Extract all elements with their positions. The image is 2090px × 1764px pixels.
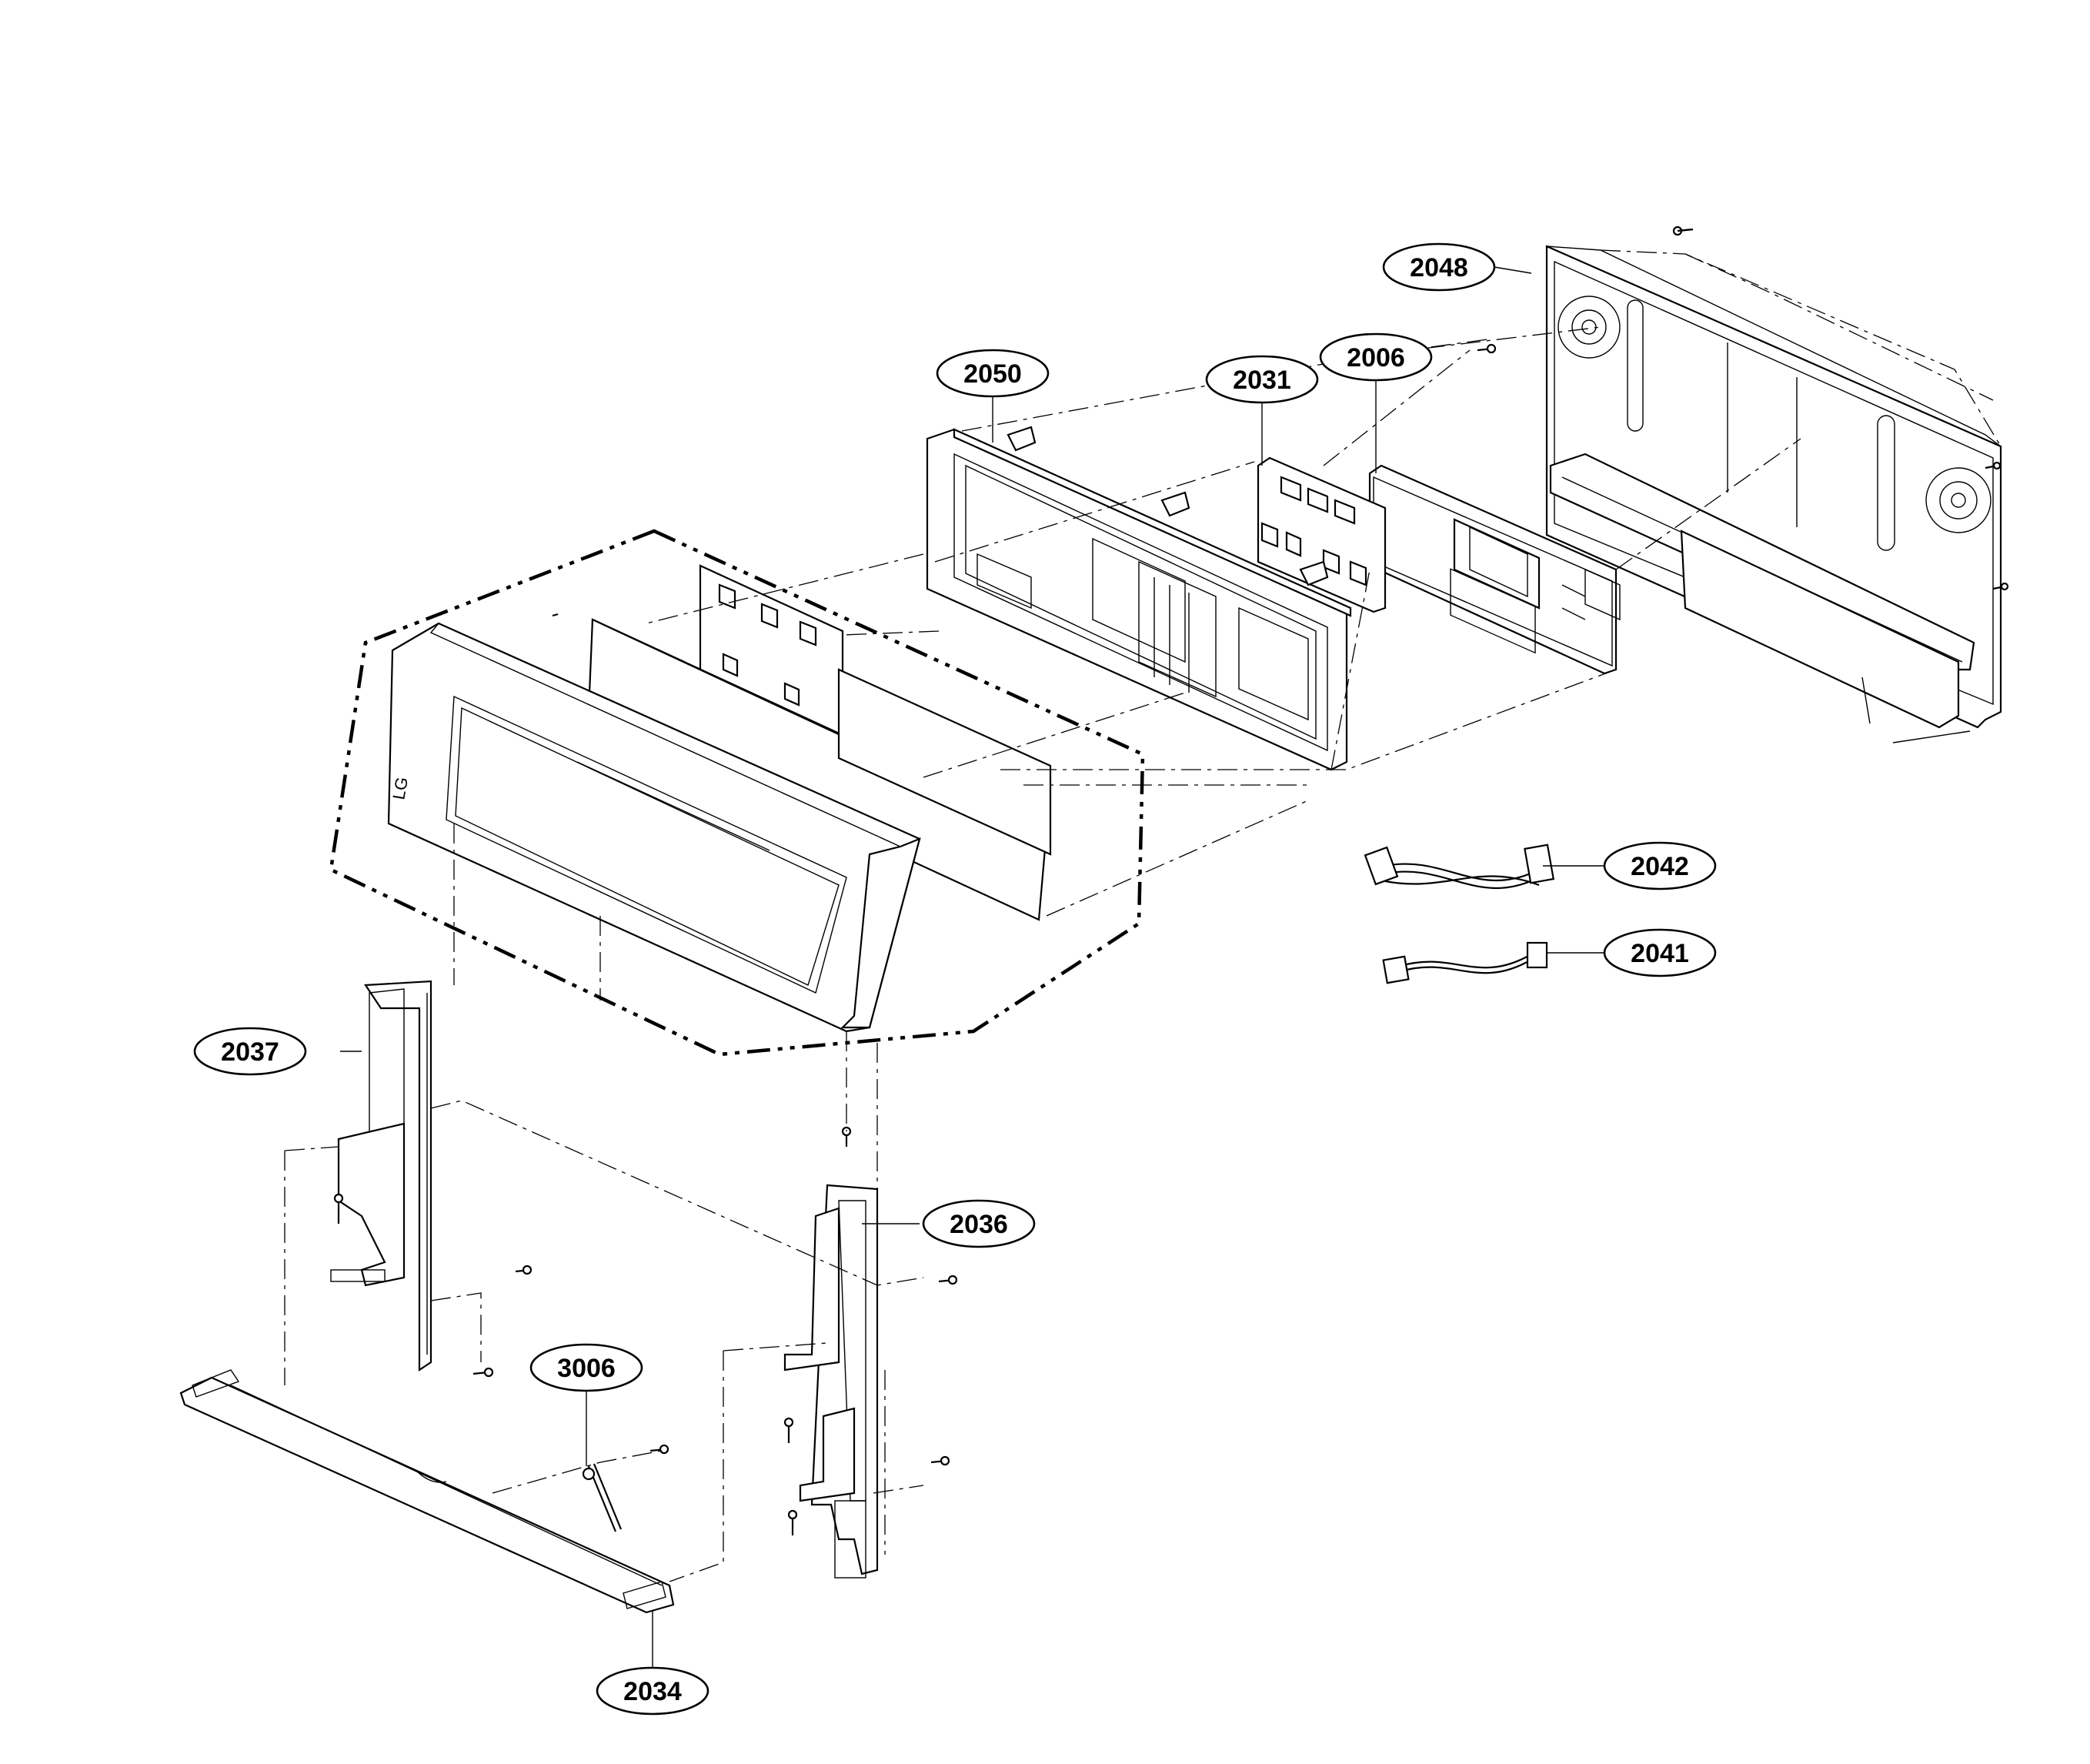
svg-text:2048: 2048 xyxy=(1410,253,1468,282)
harness-2041-part xyxy=(1382,941,1548,984)
callout-3006: 3006 xyxy=(529,1343,643,1392)
back-panel-part xyxy=(1545,245,2002,743)
callout-2048: 2048 xyxy=(1382,242,1496,292)
front-panel-part: LG xyxy=(387,622,921,1033)
svg-text:3006: 3006 xyxy=(557,1354,616,1383)
callout-2006: 2006 xyxy=(1319,332,1433,382)
left-bracket-part xyxy=(330,980,432,1372)
svg-text:2050: 2050 xyxy=(963,359,1022,389)
svg-text:2006: 2006 xyxy=(1347,343,1405,373)
svg-text:2034: 2034 xyxy=(623,1677,682,1706)
key-board-part xyxy=(1257,456,1387,613)
svg-text:2031: 2031 xyxy=(1233,366,1291,395)
callout-2037: 2037 xyxy=(193,1027,307,1076)
callout-2050: 2050 xyxy=(936,349,1050,398)
callout-2042: 2042 xyxy=(1603,841,1717,890)
right-bracket-part xyxy=(783,1184,879,1579)
callout-2041: 2041 xyxy=(1603,928,1717,977)
svg-text:2037: 2037 xyxy=(221,1037,279,1067)
sensor-3006-part xyxy=(582,1463,623,1532)
harness-2042-part xyxy=(1364,844,1555,890)
callout-2036: 2036 xyxy=(922,1199,1036,1248)
callout-2034: 2034 xyxy=(596,1666,709,1716)
display-parts xyxy=(587,564,1052,921)
svg-text:2041: 2041 xyxy=(1631,939,1689,968)
control-frame-part xyxy=(926,426,1352,771)
screws xyxy=(333,226,2009,1535)
leader-lines xyxy=(340,266,1604,1670)
callout-2031: 2031 xyxy=(1205,355,1319,404)
svg-text:2042: 2042 xyxy=(1631,852,1689,881)
svg-text:2036: 2036 xyxy=(950,1210,1008,1239)
brand-logo: LG xyxy=(389,776,412,801)
bottom-rail-part xyxy=(179,1369,675,1614)
